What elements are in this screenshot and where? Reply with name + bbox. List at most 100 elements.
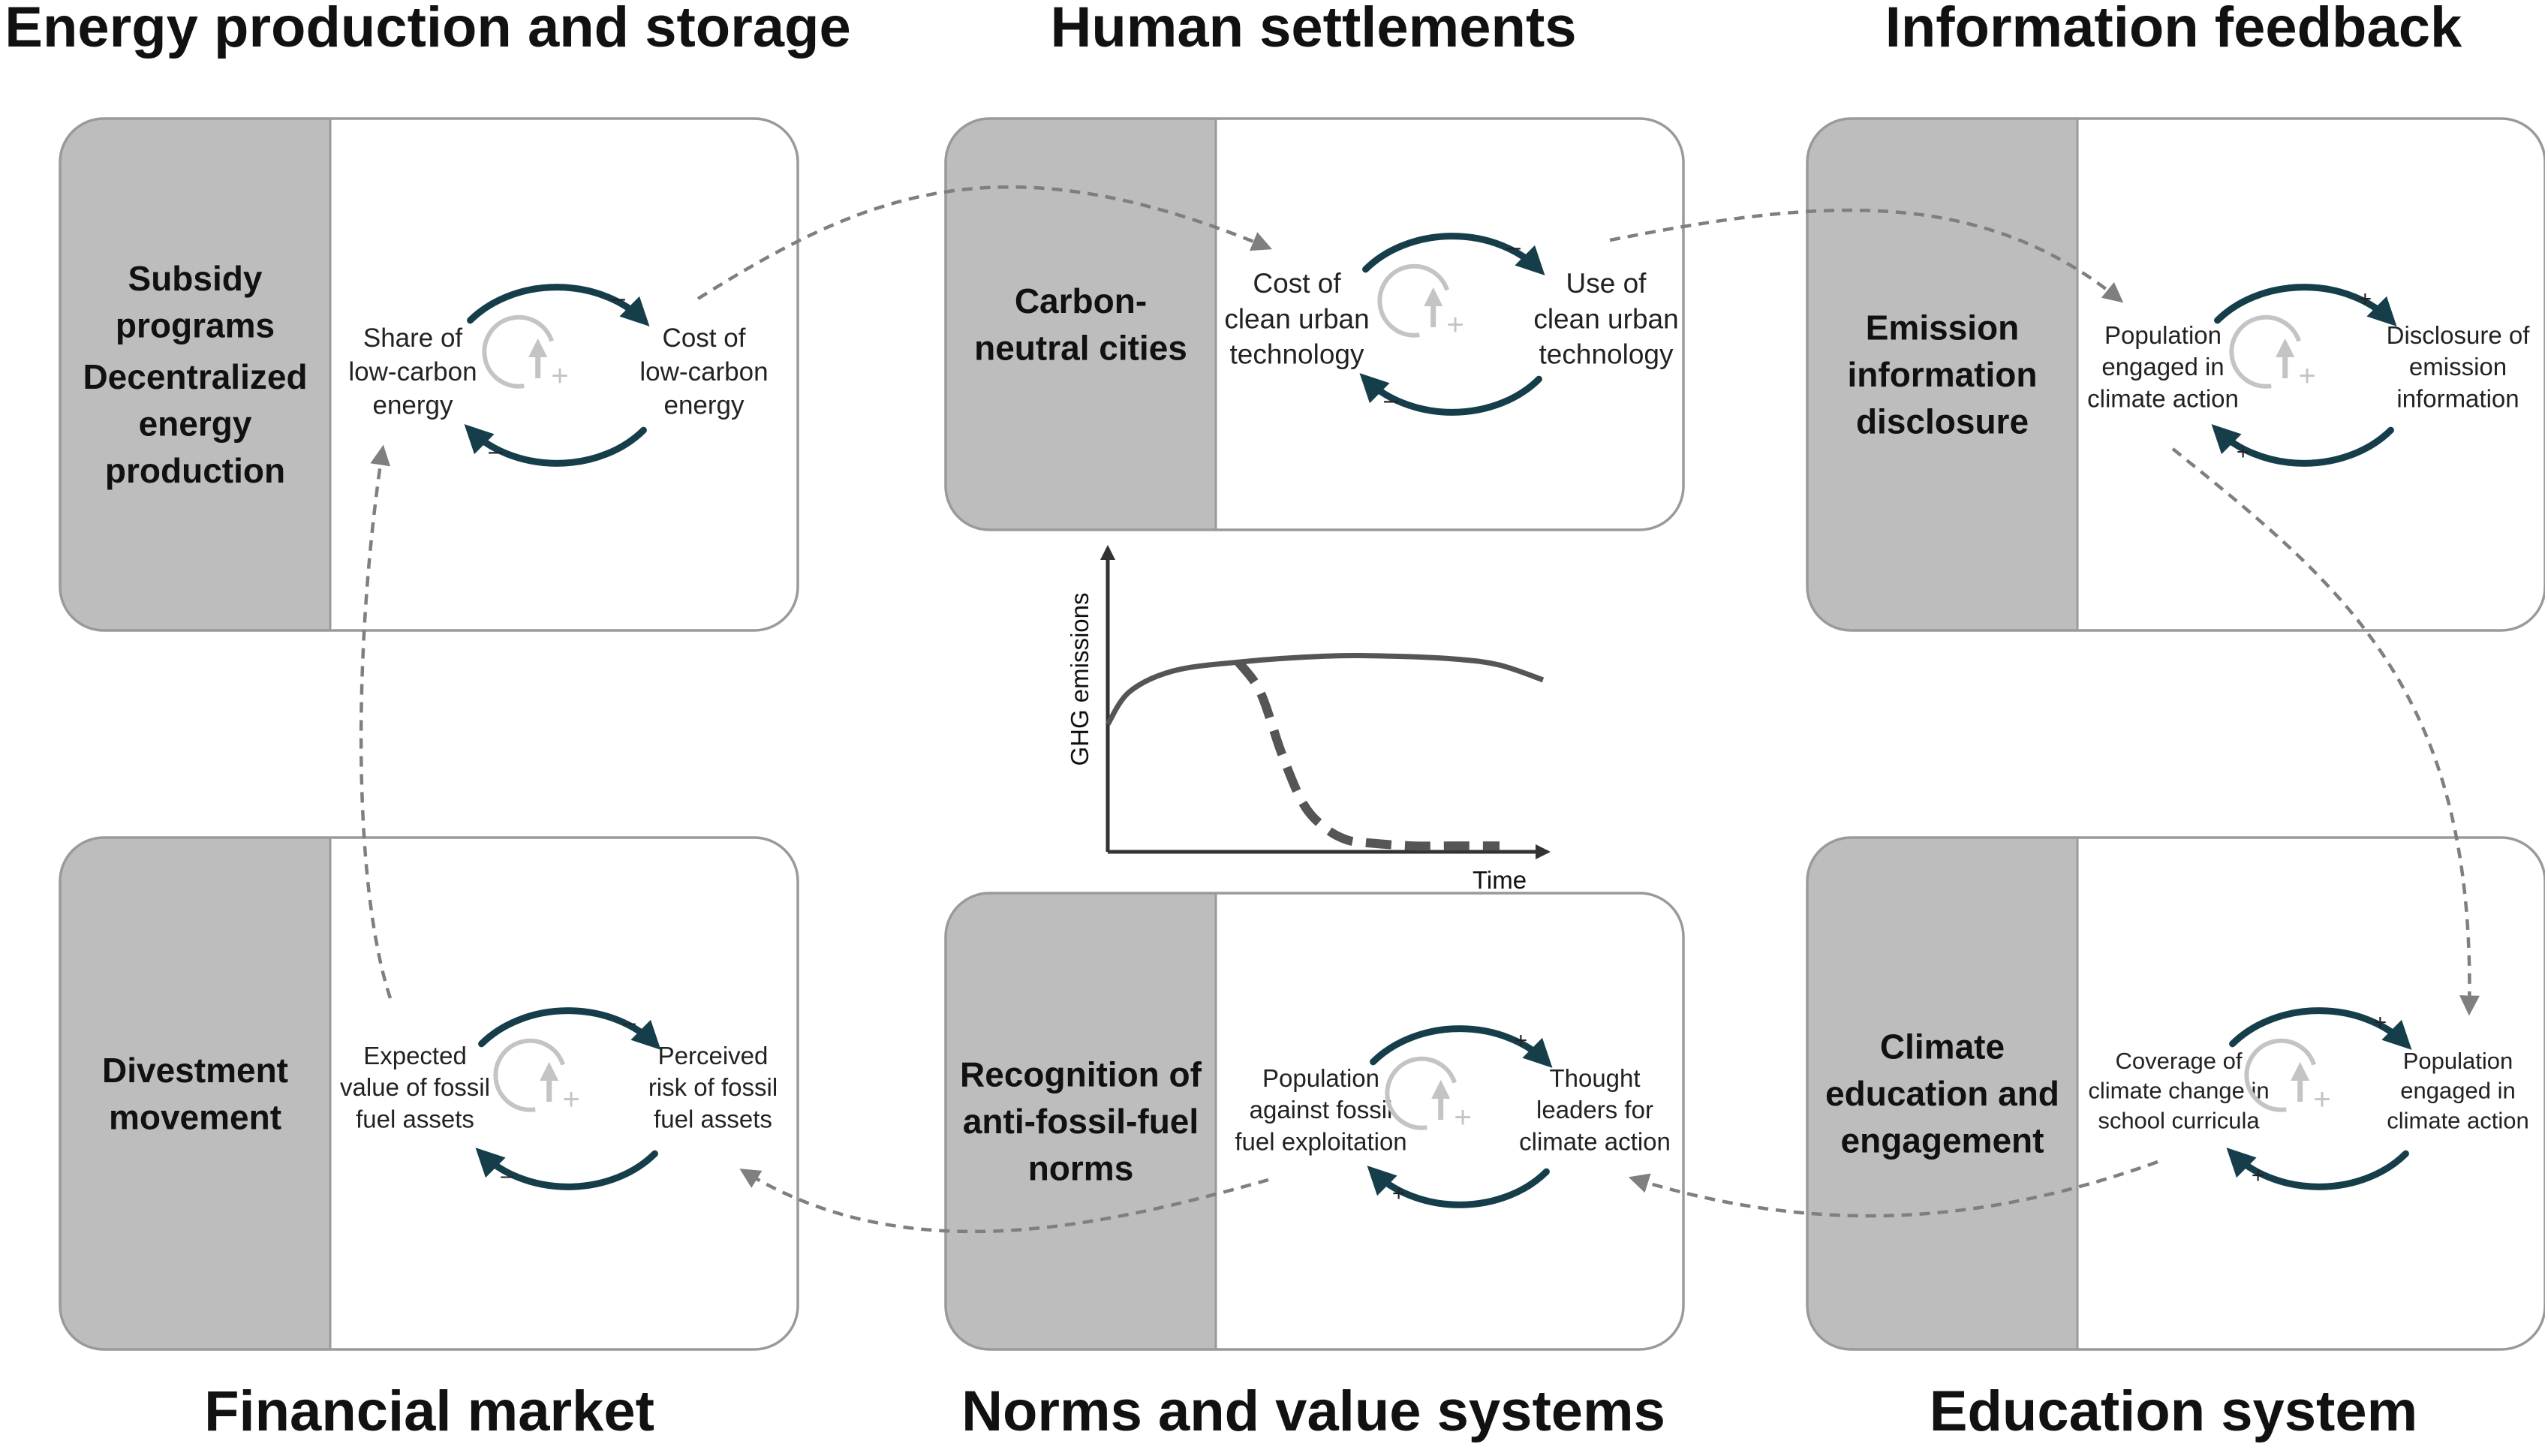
policy-label-line: anti-fossil-fuel	[963, 1102, 1199, 1141]
chart-series-layer	[1105, 653, 1545, 851]
panel-border	[1806, 117, 2545, 632]
panel-border	[944, 117, 1685, 531]
loop-polarity-symbol: +	[1454, 1101, 1471, 1134]
panel-label-area	[946, 893, 1216, 1349]
loop-polarity-symbol: +	[2313, 1083, 2330, 1116]
variable-left: Share of low-carbon energy	[348, 323, 477, 420]
reinforcing-loop-marker	[2244, 1038, 2316, 1112]
variable-line: clean urban	[1533, 303, 1678, 334]
panel-border	[944, 892, 1685, 1351]
policy-label-line: Divestment	[102, 1051, 288, 1090]
policy-label-line: neutral cities	[974, 328, 1187, 367]
variable-line: engaged in	[2101, 353, 2224, 381]
panel-border	[1806, 836, 2545, 1351]
section-title-settlements: Human settlements	[1050, 0, 1576, 59]
y-axis-label: GHG emissions	[1066, 592, 1094, 766]
variable-line: climate action	[2387, 1107, 2529, 1133]
loop-arrow-top	[2229, 1007, 2412, 1050]
link-settlements-to-information	[1609, 208, 2124, 303]
variable-line: information	[2396, 384, 2519, 412]
policy-label-line: Carbon-	[1015, 281, 1147, 320]
variable-line: Share of	[363, 323, 463, 353]
panel-energy: SubsidyprogramsDecentralizedenergyproduc…	[59, 117, 799, 632]
panel-label-area	[1807, 838, 2077, 1349]
panel-label-area	[60, 838, 330, 1349]
reinforcing-loop-marker	[1377, 263, 1449, 338]
policy-label-line: Emission	[1866, 308, 2020, 347]
panel-label-area	[60, 119, 330, 630]
section-title-financial: Financial market	[204, 1379, 654, 1443]
policy-label-line: energy	[139, 405, 252, 444]
variable-line: Expected	[363, 1042, 467, 1069]
section-title-energy: Energy production and storage	[5, 0, 850, 59]
variable-line: fuel exploitation	[1235, 1127, 1406, 1155]
variable-right: Use of clean urban technology	[1533, 268, 1678, 370]
x-axis-label: Time	[1473, 866, 1527, 894]
variable-line: climate change in	[2088, 1078, 2269, 1104]
variable-line: school curricula	[2098, 1107, 2260, 1133]
loop-polarity-symbol: +	[1446, 308, 1464, 341]
panel-information: EmissioninformationdisclosurePopulatione…	[1806, 117, 2545, 632]
polarity-sign-top: +	[2359, 287, 2372, 311]
variable-line: Cost of	[1253, 268, 1341, 299]
policy-label-line: engagement	[1841, 1121, 2044, 1160]
panel-norms: Recognition ofanti-fossil-fuelnormsPopul…	[944, 892, 1685, 1351]
loop-arrow-bottom	[2211, 424, 2394, 467]
variable-line: Use of	[1566, 268, 1647, 299]
polarity-sign-bottom: +	[1392, 1181, 1406, 1206]
variable-line: against fossil	[1250, 1096, 1393, 1124]
loop-arrow-bottom	[2226, 1148, 2409, 1190]
policy-label-line: production	[105, 451, 285, 490]
loop-arrow-bottom	[475, 1148, 658, 1190]
polarity-sign-bottom: +	[2237, 440, 2250, 465]
variable-line: Coverage of	[2116, 1048, 2243, 1074]
policy-label-line: Climate	[1880, 1027, 2005, 1066]
variable-line: engaged in	[2400, 1078, 2515, 1104]
loop-arrow-top	[478, 1007, 661, 1050]
loop-arrow-bottom	[1367, 1166, 1550, 1208]
emissions-curve-solid	[1105, 653, 1545, 726]
loop-arrow-bottom	[1359, 373, 1542, 416]
variable-line: Thought	[1549, 1064, 1640, 1092]
variable-line: emission	[2409, 353, 2507, 381]
variable-line: Cost of	[663, 323, 746, 353]
variable-line: climate action	[2087, 384, 2239, 412]
variable-line: energy	[372, 391, 453, 420]
ghg-emissions-chart: GHG emissions Time	[1066, 545, 1551, 894]
reinforcing-loop-marker	[493, 1038, 565, 1112]
variable-left: Coverage of climate change in school curri…	[2088, 1048, 2269, 1133]
variable-right: Thought leaders for climate action	[1519, 1064, 1671, 1155]
loop-arrow-top	[1362, 233, 1545, 275]
panel-settlements: Carbon-neutral cities Cost of clean urban t…	[944, 117, 1685, 531]
link-education-to-norms	[1628, 1160, 2158, 1218]
variable-line: Perceived	[658, 1042, 769, 1069]
link-energy-to-settlements	[696, 185, 1272, 300]
loop-arrow-top	[1370, 1025, 1553, 1068]
reinforcing-loop-marker	[1385, 1056, 1457, 1130]
reinforcing-loop-marker	[2229, 314, 2301, 389]
variable-line: leaders for	[1536, 1096, 1653, 1124]
loop-arrow-top	[2214, 284, 2397, 326]
panel-label-area	[1807, 119, 2077, 630]
variable-line: technology	[1539, 339, 1674, 370]
variable-line: low-carbon	[639, 357, 768, 387]
variable-line: climate action	[1519, 1127, 1671, 1155]
variable-line: risk of fossil	[648, 1073, 778, 1101]
panel-border	[59, 117, 799, 632]
link-layer	[359, 185, 2480, 1234]
polarity-sign-top: –	[623, 1010, 636, 1035]
polarity-sign-bottom: –	[1384, 386, 1398, 414]
variable-line: low-carbon	[348, 357, 477, 387]
loop-arrow-top	[467, 284, 650, 326]
polarity-sign-bottom: –	[501, 1163, 513, 1188]
panel-layer: SubsidyprogramsDecentralizedenergyproduc…	[59, 117, 2545, 1351]
variable-line: Population	[2403, 1048, 2513, 1074]
polarity-sign-top: +	[2374, 1010, 2387, 1035]
section-title-norms: Norms and value systems	[961, 1379, 1665, 1443]
